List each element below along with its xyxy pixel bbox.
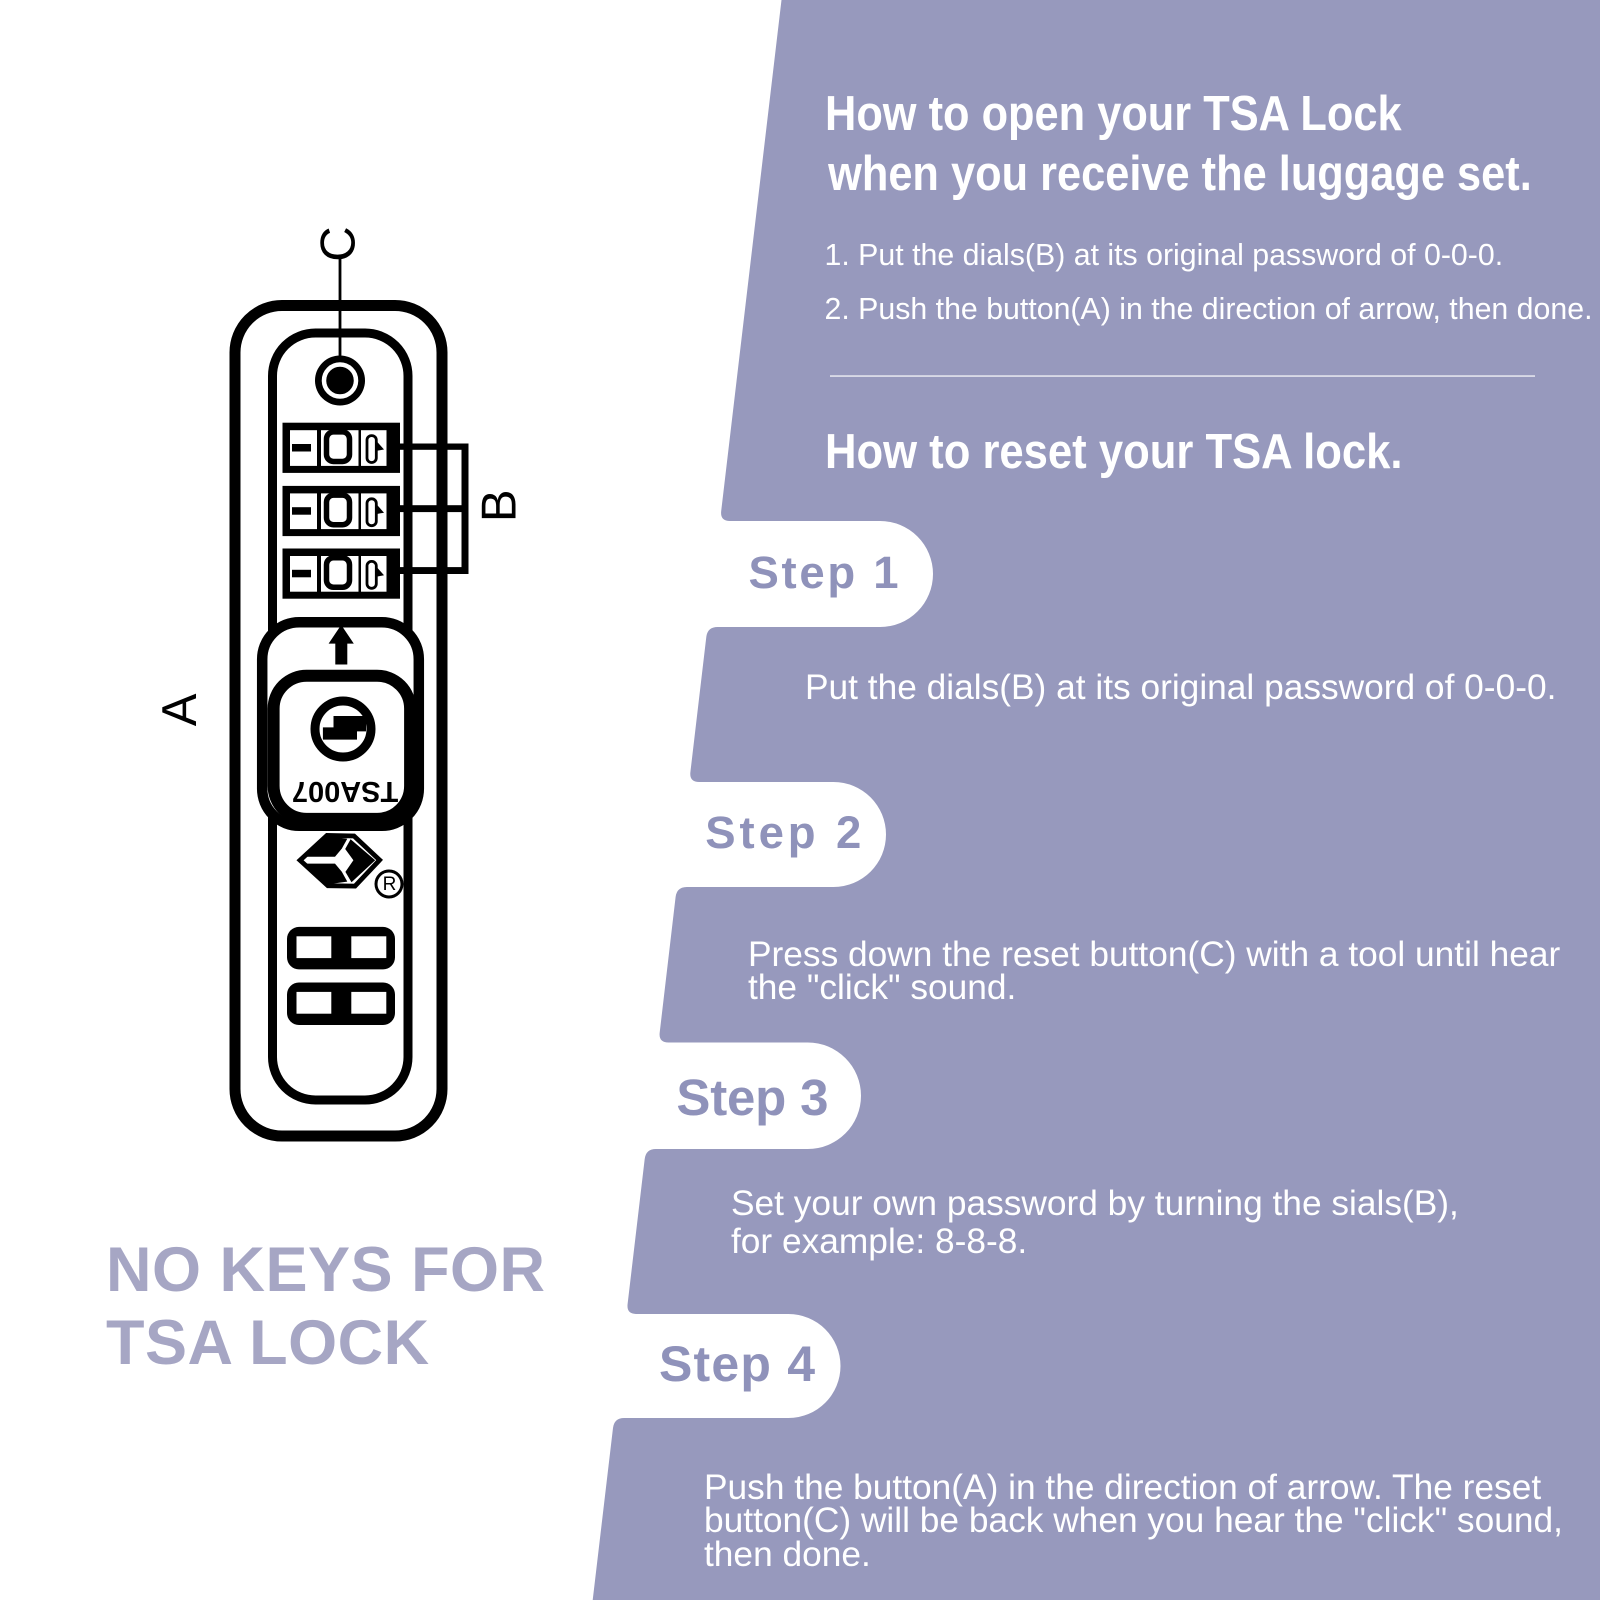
svg-text:A: A [153, 693, 207, 726]
svg-text:B: B [472, 489, 526, 522]
svg-text:C: C [312, 226, 366, 261]
